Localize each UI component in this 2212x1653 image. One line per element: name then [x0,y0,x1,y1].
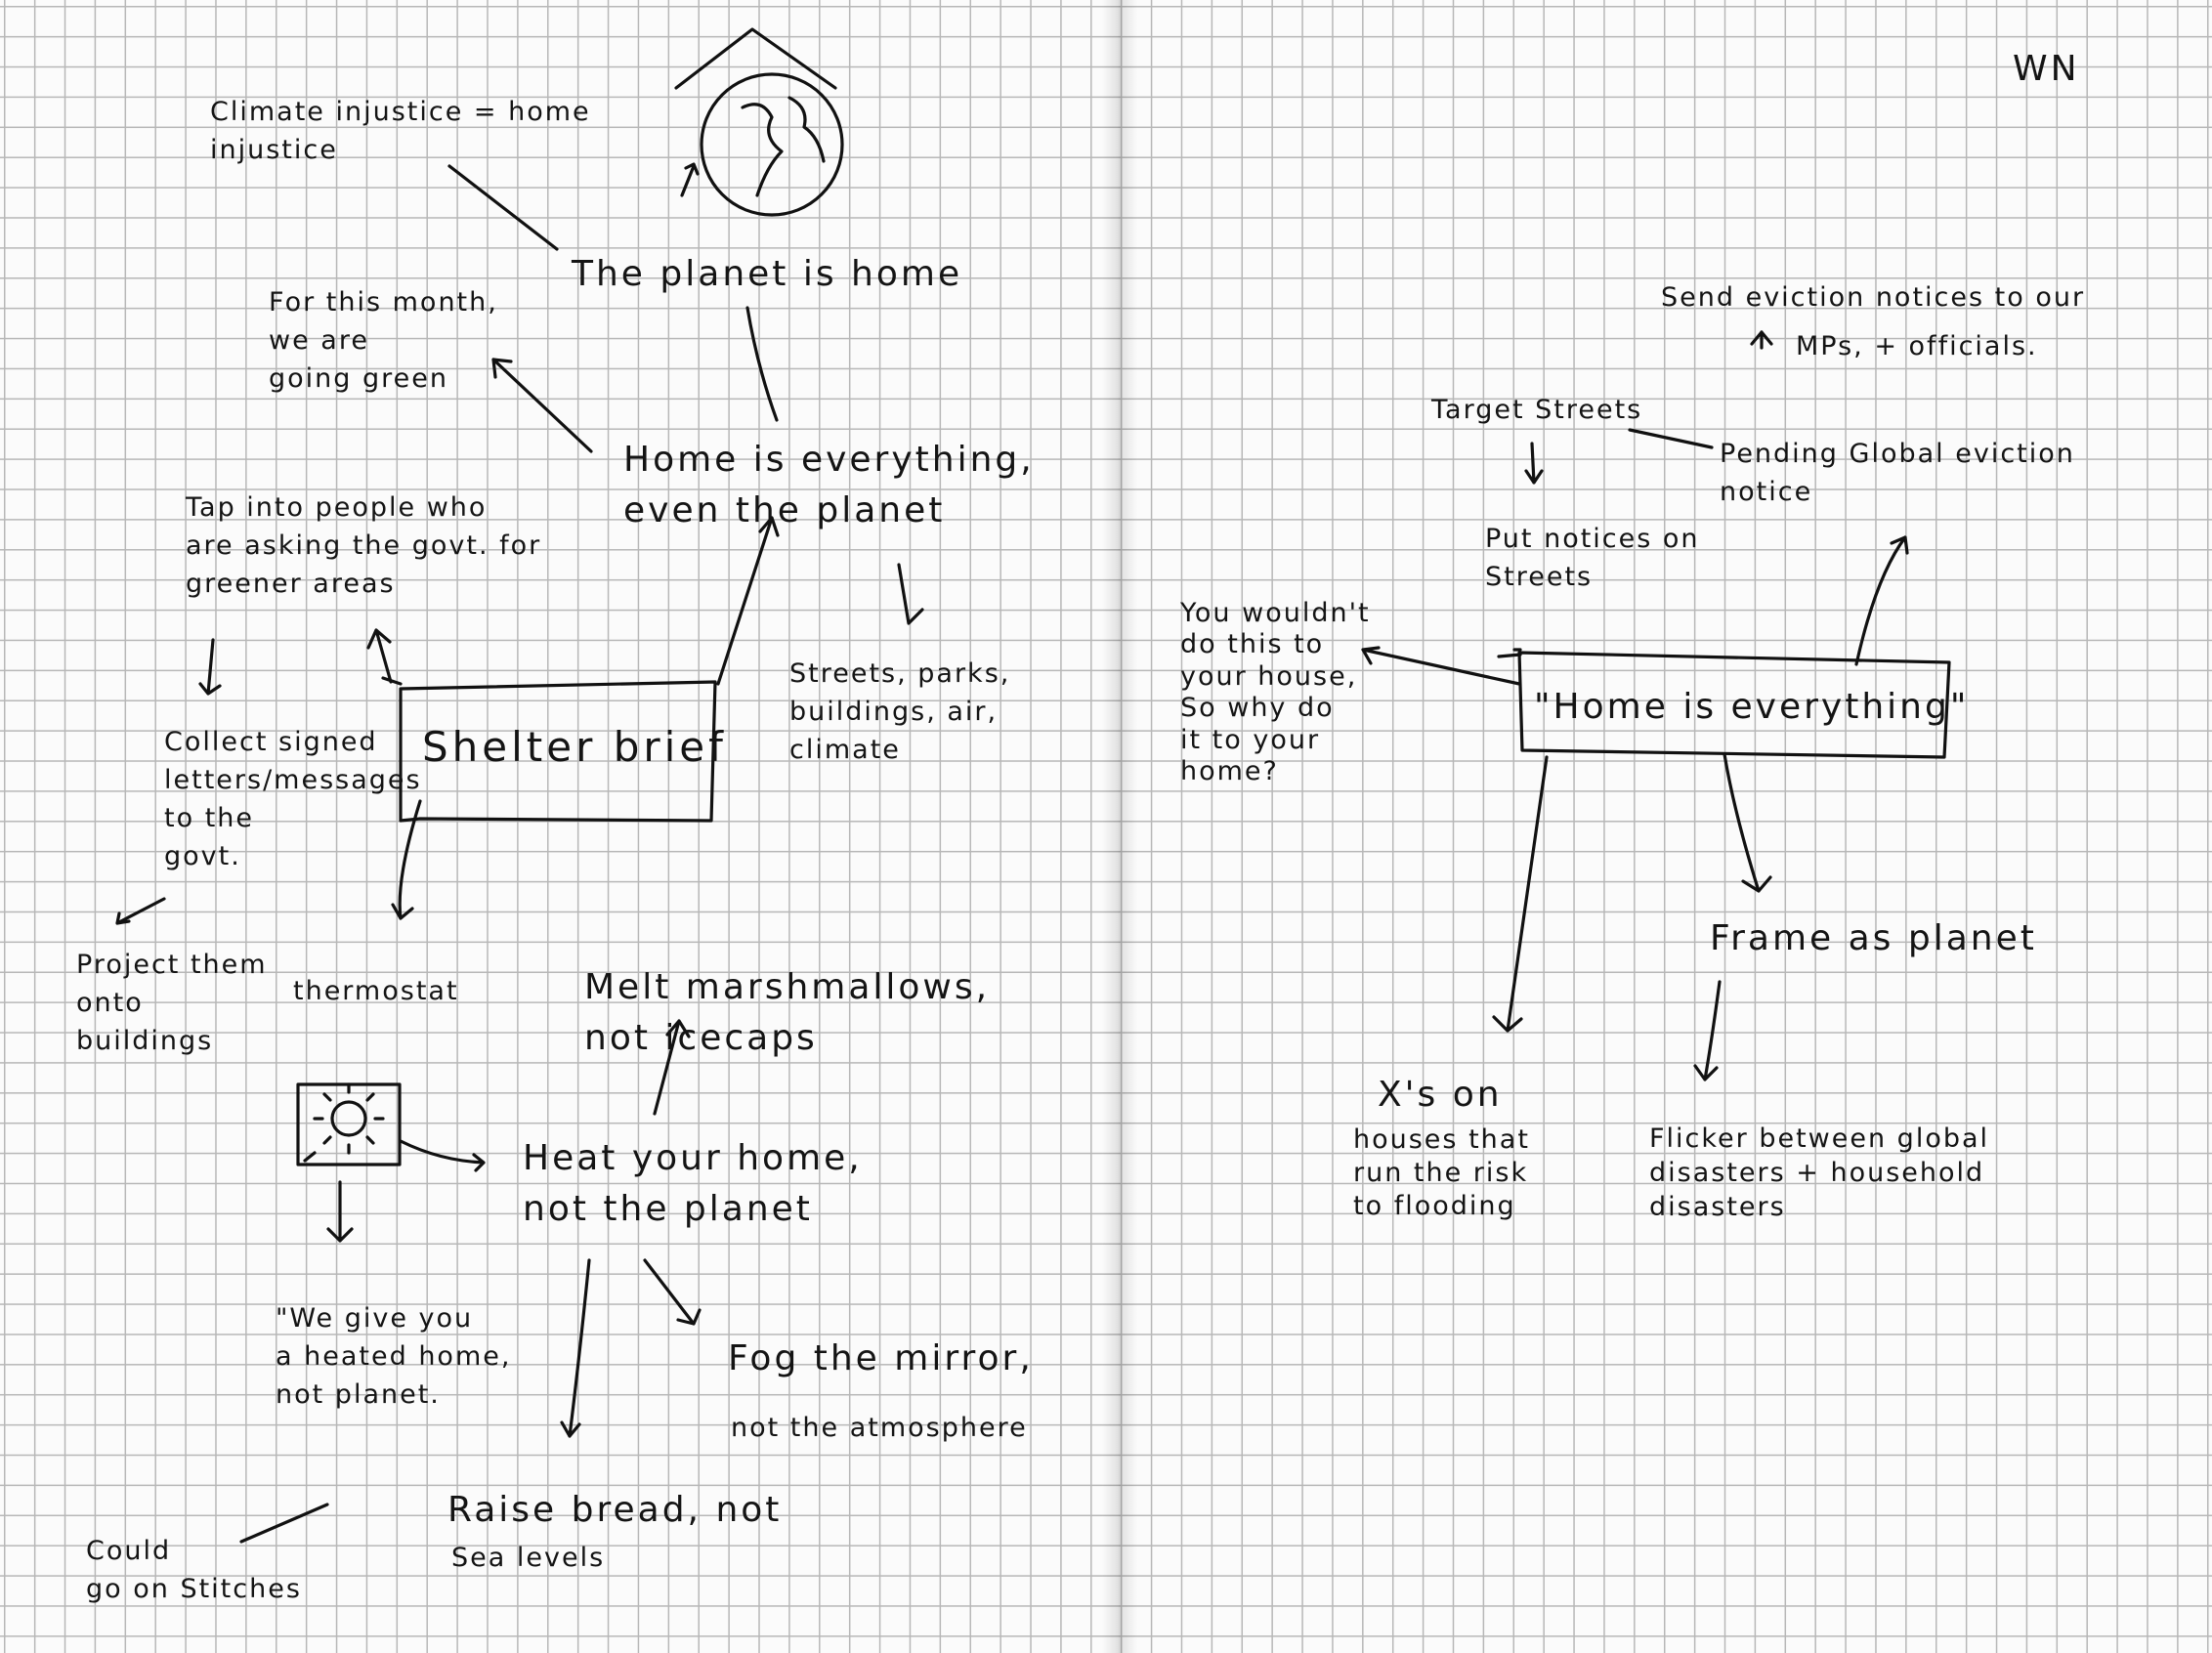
note-home-is-everything: Home is everything, even the planet [623,435,1035,536]
initials-wn: WN [2013,44,2080,95]
note-raise-bread: Raise bread, not [447,1485,782,1536]
arrow-to-fog [645,1260,700,1324]
globe-house-icon [676,29,842,215]
note-we-give-you: "We give you a heated home, not planet. [276,1299,511,1414]
note-you-wouldnt: You wouldn't do this to your house, So w… [1180,598,1371,787]
note-thermostat: thermostat [293,972,459,1010]
arrow-to-flicker [1695,982,1720,1080]
arrow-to-heated-home [328,1182,352,1241]
note-pending-notice: Pending Global eviction notice [1720,435,2075,511]
arrow-to-pending [1856,537,1907,664]
note-send-eviction: Send eviction notices to our [1661,278,2085,317]
arrow-to-streets [899,565,922,623]
arrow-to-going-green [493,360,591,451]
note-mps-officials: MPs, + officials. [1796,327,2038,365]
note-frame-as-planet: Frame as planet [1710,913,2037,964]
note-put-notices: Put notices on Streets [1485,520,1700,596]
note-not-atmosphere: not the atmosphere [731,1409,1028,1447]
arrow-to-globe [682,164,698,195]
arrow-to-xs [1494,757,1547,1031]
note-collect-letters: Collect signed letters/messages to the g… [164,723,422,876]
shelter-brief-title: Shelter brief [422,718,727,778]
home-is-everything-quote: "Home is everything" [1534,682,1969,733]
line-injustice [449,166,557,249]
arrow-to-you-wouldnt [1363,648,1519,684]
note-planet-is-home: The planet is home [572,249,962,300]
note-target-streets: Target Streets [1431,391,1642,429]
thermostat-icon [298,1084,400,1165]
arrow-to-frame [1724,754,1770,891]
line-target-pending [1630,430,1712,447]
line-planet-home [747,308,777,420]
note-xs-on: X's on [1378,1070,1503,1121]
arrow-to-put-notices [1526,444,1542,483]
quote-box-top-left [1499,650,1520,657]
note-climate-injustice: Climate injustice = home injustice [210,93,591,169]
arrow-to-bread [562,1260,589,1436]
arrow-brief-to-home [718,518,778,684]
arrow-to-heat [401,1141,484,1170]
arrow-to-collect [200,640,220,694]
note-sea-levels: Sea levels [451,1539,605,1577]
note-project-them: Project them onto buildings [76,946,268,1060]
arrow-to-tap-into [368,630,391,682]
note-flicker-between: Flicker between global disasters + house… [1649,1122,1989,1224]
note-tap-into: Tap into people who are asking the govt.… [186,488,541,603]
note-going-green: For this month, we are going green [269,283,498,398]
note-melt-marshmallows: Melt marshmallows, not icecaps [584,962,990,1064]
note-streets-parks: Streets, parks, buildings, air, climate [789,655,1010,769]
note-fog-the-mirror: Fog the mirror, [728,1334,1034,1384]
note-heat-your-home: Heat your home, not the planet [523,1133,863,1235]
note-could-go-on: Could go on Stitches [86,1532,302,1608]
arrow-to-send-eviction [1752,332,1771,348]
arrow-to-project [117,899,164,923]
note-houses-flooding: houses that run the risk to flooding [1353,1123,1530,1222]
